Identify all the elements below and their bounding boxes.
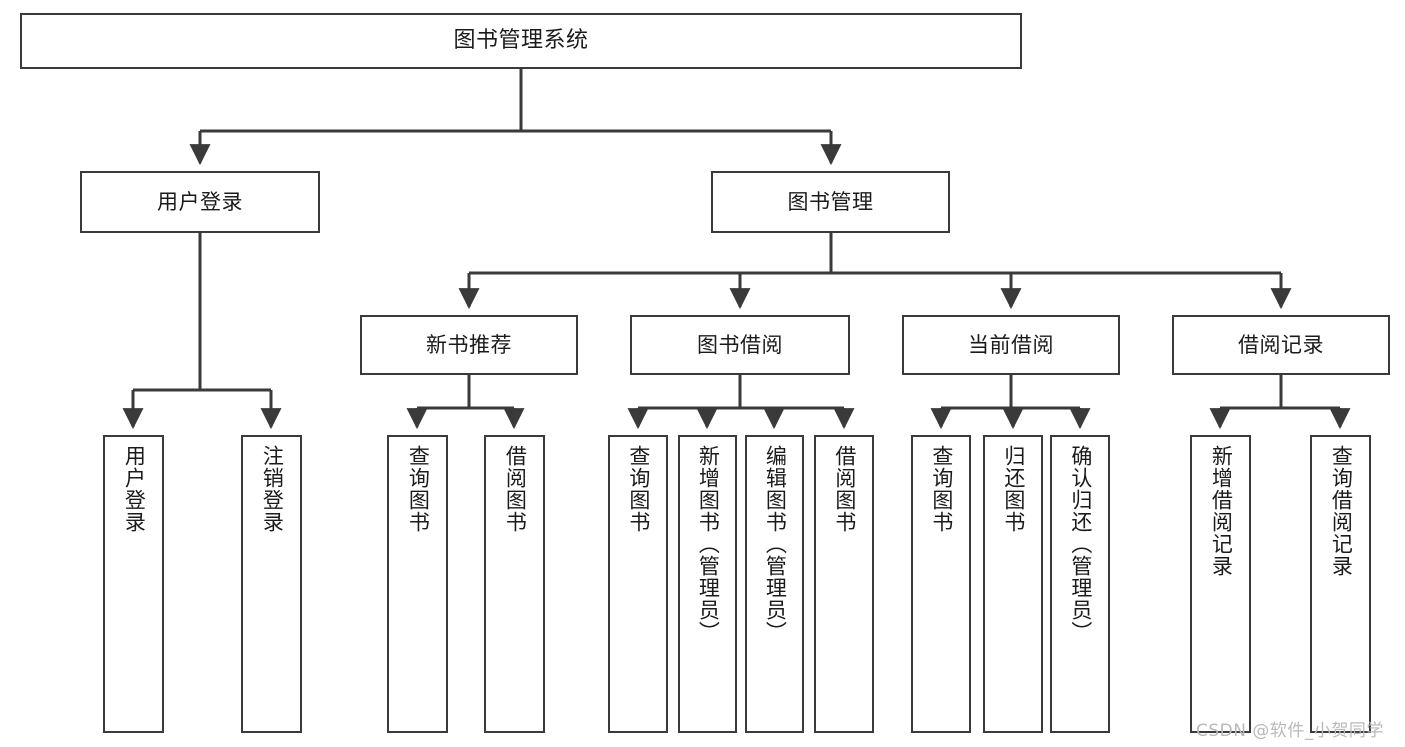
node-leaf-add-book-label: 新增图书（管理员） [696, 445, 721, 643]
node-leaf-query-book-1[interactable]: 查询图书 [387, 435, 448, 733]
node-book-borrow[interactable]: 图书借阅 [630, 315, 850, 375]
node-leaf-logout-label: 注销登录 [260, 445, 285, 533]
node-leaf-borrow-book-1[interactable]: 借阅图书 [484, 435, 545, 733]
node-leaf-edit-book[interactable]: 编辑图书（管理员） [745, 435, 804, 733]
node-book-manage-label: 图书管理 [787, 189, 874, 214]
node-leaf-query-book-3-label: 查询图书 [929, 445, 954, 533]
node-leaf-return-book-label: 归还图书 [1001, 445, 1026, 533]
node-root-system-label: 图书管理系统 [453, 28, 589, 54]
node-leaf-query-record[interactable]: 查询借阅记录 [1310, 435, 1371, 733]
node-leaf-query-book-2-label: 查询图书 [626, 445, 651, 533]
node-new-book-recommend-label: 新书推荐 [426, 332, 512, 357]
node-leaf-confirm-return[interactable]: 确认归还（管理员） [1050, 435, 1110, 733]
node-borrow-record[interactable]: 借阅记录 [1172, 315, 1390, 375]
node-new-book-recommend[interactable]: 新书推荐 [360, 315, 578, 375]
node-user-login-label: 用户登录 [157, 189, 243, 214]
node-leaf-logout[interactable]: 注销登录 [241, 435, 302, 733]
node-leaf-query-book-1-label: 查询图书 [406, 445, 431, 533]
node-leaf-user-login-label: 用户登录 [122, 445, 147, 533]
node-leaf-borrow-book-1-label: 借阅图书 [503, 445, 528, 533]
node-current-borrow[interactable]: 当前借阅 [902, 315, 1120, 375]
node-leaf-borrow-book-2[interactable]: 借阅图书 [814, 435, 874, 733]
node-leaf-query-book-2[interactable]: 查询图书 [608, 435, 668, 733]
node-current-borrow-label: 当前借阅 [968, 332, 1054, 357]
node-leaf-user-login[interactable]: 用户登录 [103, 435, 164, 733]
node-book-borrow-label: 图书借阅 [697, 332, 783, 357]
node-leaf-edit-book-label: 编辑图书（管理员） [763, 445, 788, 643]
node-leaf-borrow-book-2-label: 借阅图书 [832, 445, 857, 533]
node-leaf-query-record-label: 查询借阅记录 [1329, 445, 1354, 577]
node-user-login[interactable]: 用户登录 [80, 171, 320, 233]
node-root-system[interactable]: 图书管理系统 [20, 13, 1022, 69]
node-leaf-add-book[interactable]: 新增图书（管理员） [678, 435, 737, 733]
node-leaf-add-record-label: 新增借阅记录 [1209, 445, 1234, 577]
node-leaf-add-record[interactable]: 新增借阅记录 [1190, 435, 1251, 733]
node-leaf-confirm-return-label: 确认归还（管理员） [1068, 445, 1093, 643]
node-book-manage[interactable]: 图书管理 [711, 171, 950, 233]
csdn-watermark: CSDN @软件_小贺同学 [1196, 721, 1384, 741]
node-leaf-query-book-3[interactable]: 查询图书 [911, 435, 971, 733]
node-borrow-record-label: 借阅记录 [1238, 332, 1324, 357]
node-leaf-return-book[interactable]: 归还图书 [983, 435, 1043, 733]
